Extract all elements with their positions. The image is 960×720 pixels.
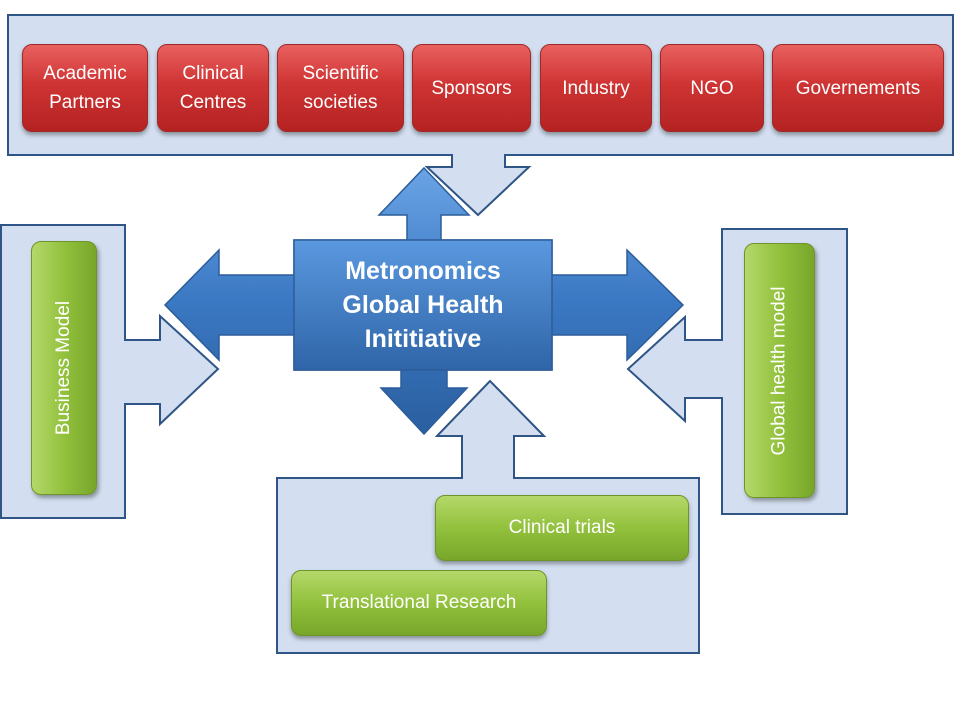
stakeholder-governements: Governements — [772, 44, 944, 132]
stakeholder-ngo: NGO — [660, 44, 764, 132]
translational-research-box: Translational Research — [291, 570, 547, 636]
central-initiative-title: Metronomics Global Health Inititiative — [342, 257, 504, 353]
stakeholder-label: Clinical Centres — [179, 63, 247, 113]
business-model-box: Business Model — [31, 241, 97, 495]
business-model-label: Business Model — [53, 300, 74, 436]
global-health-model-label: Global health model — [768, 286, 790, 455]
stakeholder-label: Academic Partners — [43, 63, 127, 113]
stakeholder-clinical-centres: Clinical Centres — [157, 44, 269, 132]
stakeholder-sponsors: Sponsors — [412, 44, 531, 132]
clinical-trials-box: Clinical trials — [435, 495, 689, 561]
clinical-trials-label: Clinical trials — [508, 517, 616, 538]
stakeholder-label: Governements — [795, 77, 921, 99]
stakeholder-scientific-societies: Scientific societies — [277, 44, 404, 132]
central-initiative-box — [293, 239, 553, 371]
stakeholder-label: Sponsors — [431, 77, 512, 99]
global-health-model-box: Global health model — [744, 243, 815, 498]
stakeholder-label: NGO — [690, 77, 734, 99]
stakeholder-industry: Industry — [540, 44, 652, 132]
stakeholder-label: Industry — [562, 77, 630, 99]
stakeholder-label: Scientific societies — [302, 63, 379, 113]
translational-research-label: Translational Research — [321, 592, 517, 613]
stakeholder-academic-partners: Academic Partners — [22, 44, 148, 132]
